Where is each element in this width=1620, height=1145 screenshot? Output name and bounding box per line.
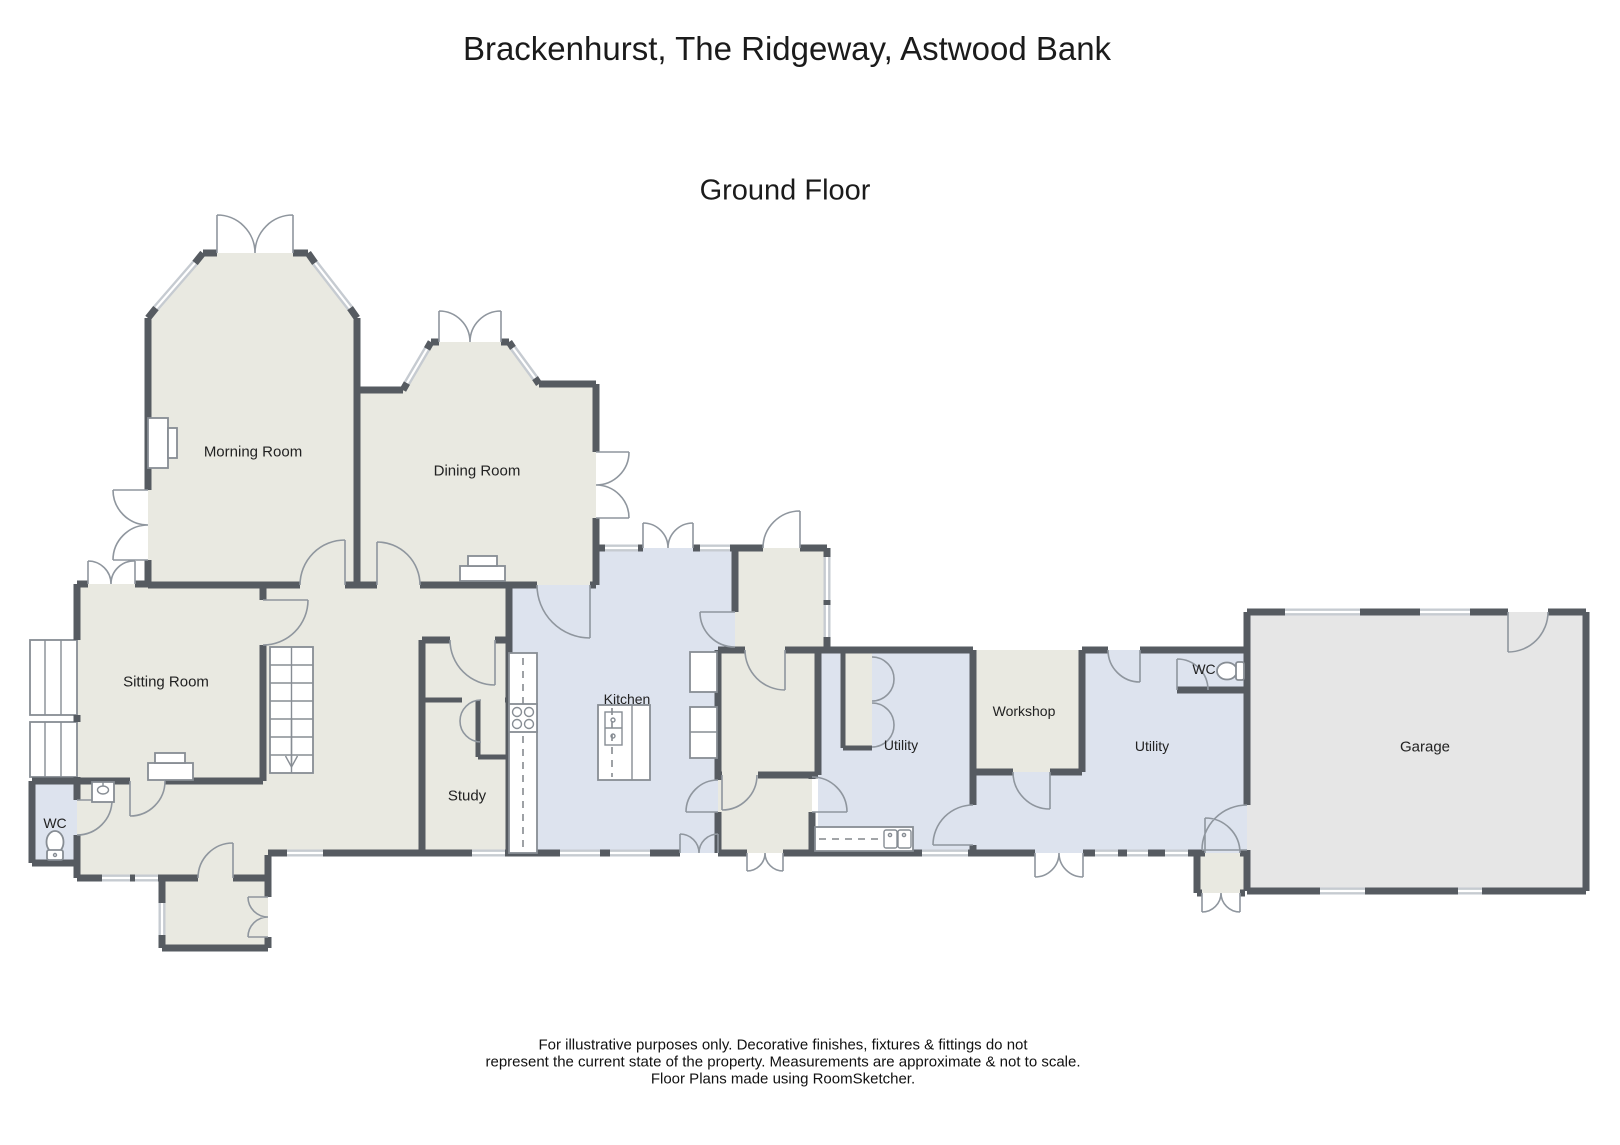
room-label-wc-ground: WC: [43, 815, 67, 831]
sitting-room-floor: [77, 584, 263, 781]
toilet-icon: [1216, 661, 1245, 681]
utility-right-floor: [973, 650, 1247, 853]
window-bay-icon: [29, 721, 78, 778]
fridge-icon: [689, 651, 718, 759]
top-lobby-floor: [735, 548, 827, 650]
room-label-study: Study: [447, 787, 487, 805]
room-label-utility-left: Utility: [883, 737, 919, 753]
room-label-wc-utility: WC: [1192, 661, 1216, 677]
disclaimer: For illustrative purposes only. Decorati…: [485, 1037, 1080, 1088]
fireplace-icon: [147, 752, 194, 781]
door-arcs: [76, 214, 1549, 938]
fixtures: [45, 417, 1245, 861]
walls: [28, 249, 1590, 952]
floor-title: Ground Floor: [699, 174, 871, 207]
kitchen-island: [597, 704, 651, 781]
room-label-kitchen: Kitchen: [603, 691, 651, 707]
room-label-sitting-room: Sitting Room: [123, 673, 209, 691]
kitchen-floor: [509, 548, 735, 853]
workshop-floor: [973, 650, 1082, 772]
sink-icon: [91, 781, 115, 803]
morning-room-floor: [148, 253, 357, 585]
disclaimer-line-1: For illustrative purposes only. Decorati…: [538, 1036, 1028, 1054]
fireplace-icon: [147, 417, 178, 469]
page-title: Brackenhurst, The Ridgeway, Astwood Bank: [462, 30, 1112, 67]
utility-sink-icon: [814, 826, 914, 852]
room-label-dining-room: Dining Room: [433, 462, 521, 480]
window-bay-icon: [29, 639, 78, 716]
fireplace-icon: [459, 555, 506, 582]
room-fills: [32, 253, 1586, 948]
pantry-floor: [718, 650, 818, 775]
partition-walls: [422, 653, 872, 760]
windows: [102, 260, 1482, 935]
toilet-icon: [45, 830, 65, 861]
bay-windows: [29, 639, 78, 778]
stairs-icon: [269, 646, 314, 774]
dining-room-floor: [357, 342, 596, 585]
room-label-workshop: Workshop: [992, 703, 1056, 719]
room-label-garage: Garage: [1399, 738, 1451, 756]
garage-floor: [1247, 612, 1586, 891]
kitchen-counter: [508, 652, 538, 854]
disclaimer-line-2: represent the current state of the prope…: [485, 1053, 1081, 1071]
room-label-utility-right: Utility: [1134, 738, 1170, 754]
side-porch-floor: [1197, 853, 1245, 893]
disclaimer-line-3: Floor Plans made using RoomSketcher.: [650, 1070, 916, 1088]
bottom-lobby-floor: [718, 775, 812, 853]
room-label-morning-room: Morning Room: [203, 443, 303, 461]
utility-closet-floor: [843, 653, 872, 748]
